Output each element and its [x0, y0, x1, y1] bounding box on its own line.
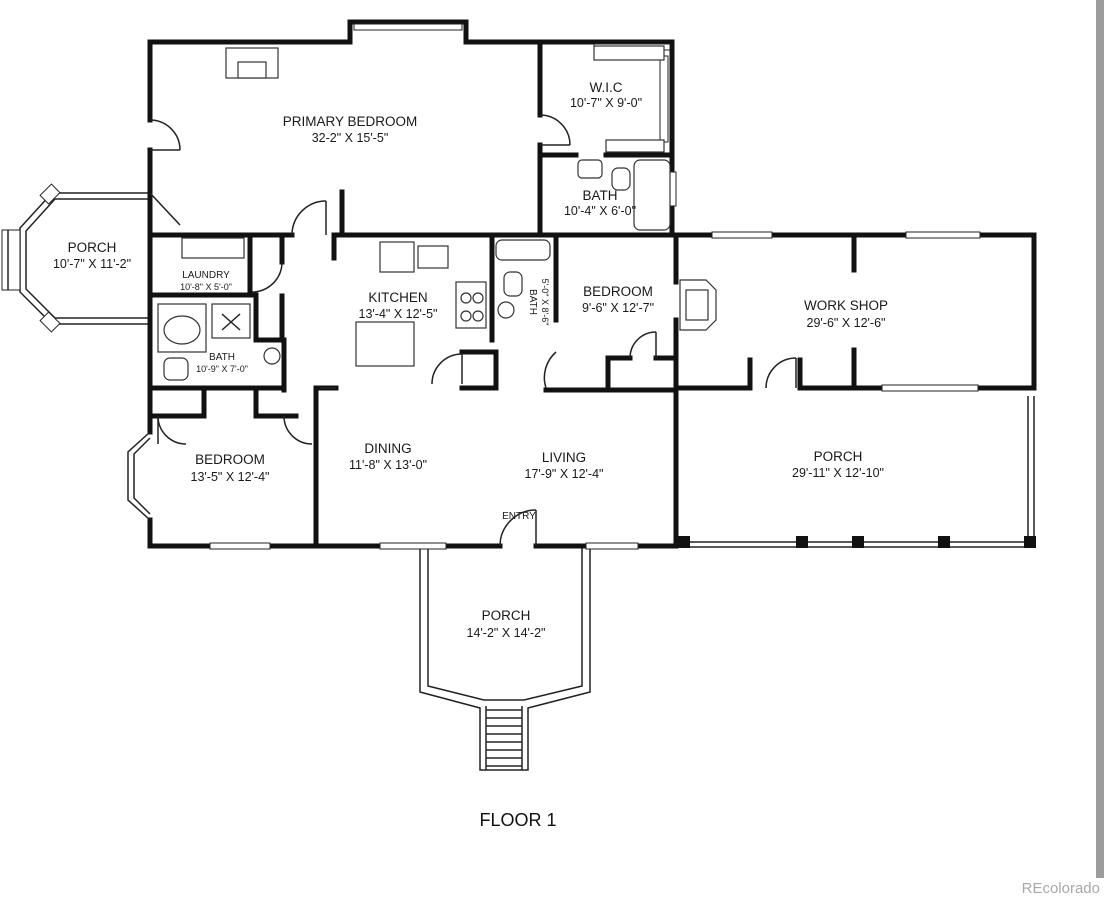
front-porch-outline — [419, 548, 591, 771]
room-label: KITCHEN — [368, 290, 427, 305]
room-label: PORCH — [814, 449, 863, 464]
doors — [149, 114, 797, 547]
entry-label: ENTRY — [502, 511, 536, 522]
room-hall-bath: BATH 10'-9" X 7'-0" — [196, 352, 248, 374]
room-kitchen: KITCHEN 13'-4" X 12'-5" — [359, 290, 438, 321]
room-label: DINING — [364, 441, 411, 456]
room-west-porch: PORCH 10'-7" X 11'-2" — [53, 240, 131, 271]
floor-label: FLOOR 1 — [479, 810, 556, 830]
room-label: BEDROOM — [195, 452, 265, 467]
front-porch-steps — [485, 706, 523, 770]
room-label: BATH — [527, 289, 538, 315]
room-dimensions: 11'-8" X 13'-0" — [349, 458, 427, 472]
east-porch-outline — [676, 396, 1036, 548]
room-label: PRIMARY BEDROOM — [283, 114, 418, 129]
right-edge-bar — [1096, 0, 1104, 878]
room-east-bedroom: BEDROOM 9'-6" X 12'-7" — [582, 284, 654, 315]
room-primary-bedroom: PRIMARY BEDROOM 32-2" X 15'-5" — [283, 114, 418, 145]
room-dimensions: 10'-7" X 9'-0" — [570, 96, 642, 110]
fixtures — [157, 45, 717, 381]
room-laundry: LAUNDRY 10'-8" X 5'-0" — [180, 270, 232, 292]
room-front-porch: PORCH 14'-2" X 14'-2" — [467, 608, 546, 640]
room-east-porch: PORCH 29'-11" X 12'-10" — [792, 449, 884, 480]
room-label: LAUNDRY — [182, 270, 230, 281]
room-label: WORK SHOP — [804, 298, 888, 313]
room-dimensions: 17'-9" X 12'-4" — [525, 467, 604, 481]
room-dimensions: 9'-6" X 12'-7" — [582, 301, 654, 315]
room-dimensions: 14'-2" X 14'-2" — [467, 626, 546, 640]
room-label: BATH — [209, 352, 235, 363]
room-dimensions: 32-2" X 15'-5" — [312, 131, 389, 145]
room-primary-bath: BATH 10'-4" X 6'-0" — [564, 188, 636, 218]
room-west-bedroom: BEDROOM 13'-5" X 12'-4" — [191, 452, 270, 484]
room-small-bath: BATH 5'-0" X 8'-6" — [527, 279, 550, 326]
room-label: BEDROOM — [583, 284, 653, 299]
room-label: PORCH — [482, 608, 531, 623]
room-dimensions: 10'-8" X 5'-0" — [180, 282, 232, 292]
room-label: PORCH — [68, 240, 117, 255]
room-label: BATH — [582, 188, 617, 203]
room-dimensions: 29'-6" X 12'-6" — [807, 316, 886, 330]
room-dimensions: 13'-5" X 12'-4" — [191, 470, 270, 484]
room-work-shop: WORK SHOP 29'-6" X 12'-6" — [804, 298, 888, 330]
room-dimensions: 29'-11" X 12'-10" — [792, 466, 884, 480]
room-wic: W.I.C 10'-7" X 9'-0" — [570, 80, 642, 110]
room-dining: DINING 11'-8" X 13'-0" — [349, 441, 427, 472]
watermark: REcolorado — [1022, 880, 1100, 897]
room-dimensions: 10'-7" X 11'-2" — [53, 257, 131, 271]
room-dimensions: 10'-9" X 7'-0" — [196, 364, 248, 374]
room-living: LIVING 17'-9" X 12'-4" — [525, 450, 604, 481]
room-label: LIVING — [542, 450, 586, 465]
room-dimensions: 5'-0" X 8'-6" — [540, 279, 550, 326]
room-label: W.I.C — [590, 80, 623, 95]
west-porch-outline — [1, 183, 150, 333]
room-dimensions: 10'-4" X 6'-0" — [564, 204, 636, 218]
room-dimensions: 13'-4" X 12'-5" — [359, 307, 438, 321]
